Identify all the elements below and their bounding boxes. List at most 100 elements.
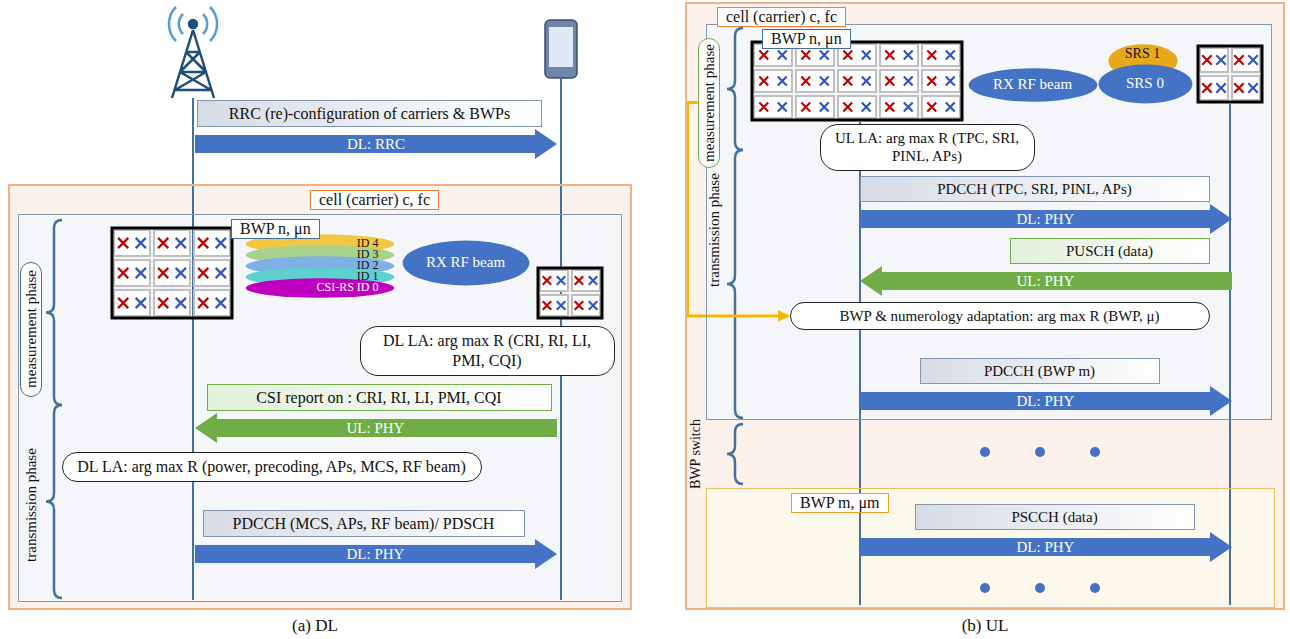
block-arrow: [195, 129, 557, 159]
antenna-element: [158, 238, 168, 248]
sub-caption: (b) UL: [962, 616, 1009, 636]
channel-label: DL: PHY: [860, 386, 1232, 416]
antenna-element: [118, 268, 128, 278]
antenna-cell: [796, 96, 834, 118]
antenna-element: [759, 51, 768, 60]
dot: [1090, 447, 1100, 457]
message-band: DL: PHY: [860, 386, 1232, 416]
antenna-element: [136, 298, 146, 308]
lifeline: [192, 98, 194, 600]
antenna-cell: [922, 44, 960, 66]
message-band: UL: PHY: [860, 266, 1232, 296]
antenna-element: [198, 238, 208, 248]
ue-icon: [545, 20, 577, 78]
curly-bracket: [727, 150, 743, 418]
beam-label: RX RF beam: [426, 254, 505, 271]
channel-label: UL: PHY: [860, 266, 1232, 296]
beam-label: SRS 0: [1126, 75, 1164, 92]
lifeline: [1229, 104, 1231, 605]
antenna-grid: [538, 268, 602, 318]
phase-label: measurement phase: [22, 270, 39, 388]
phase-label: transmission phase: [23, 448, 40, 562]
phase-pill: measurement phase: [20, 262, 42, 397]
antenna-element: [862, 51, 871, 60]
antenna-cell: [922, 70, 960, 92]
phase-pill: measurement phase: [698, 38, 720, 168]
antenna-cell: [194, 290, 230, 316]
message-label: PDCCH (TPC, SRI, PINL, APs): [860, 176, 1210, 202]
antenna-element: [843, 77, 852, 86]
channel-label: DL: PHY: [860, 532, 1232, 562]
antenna-element: [557, 276, 566, 285]
region-title: BWP n, μn: [762, 29, 851, 49]
message-band: UL: PHY: [195, 413, 557, 443]
phase-label: measurement phase: [700, 44, 717, 162]
radio-waves: [169, 7, 217, 41]
message-arrow: RRC (re)-configuration of carriers & BWP…: [195, 100, 557, 159]
phone-body: [545, 20, 577, 78]
region-title: cell (carrier) c, fc: [717, 7, 846, 27]
region-title: BWP m, μm: [791, 493, 889, 513]
adaptation-text: BWP & numerology adaptation: arg max R (…: [803, 307, 1197, 326]
channel-label: DL: RRC: [195, 129, 557, 159]
antenna-cell: [880, 96, 918, 118]
antenna-cell: [194, 260, 230, 286]
antenna-element: [176, 298, 186, 308]
region-frame: BWP n, μnmeasurement phaseID 4ID 3ID 2ID…: [18, 214, 622, 602]
decision-box: BWP & numerology adaptation: arg max R (…: [790, 302, 1210, 331]
antenna-element: [1248, 83, 1258, 93]
antenna-element: [589, 301, 598, 310]
beam-ellipse: SRS 0: [1098, 64, 1193, 104]
antenna-element: [543, 276, 552, 285]
antenna-element: [843, 103, 852, 112]
antenna-element: [216, 268, 226, 278]
antenna-cell: [880, 70, 918, 92]
antenna-grid: [1198, 46, 1262, 102]
antenna-cell: [114, 260, 150, 286]
antenna-element: [801, 51, 810, 60]
antenna-element: [820, 77, 829, 86]
antenna-element: [801, 77, 810, 86]
antenna-grid: [112, 228, 232, 318]
antenna-cell: [540, 270, 568, 291]
dot: [1090, 583, 1100, 593]
base-station-icon: [169, 7, 217, 98]
beam-shape: [245, 278, 394, 298]
curly-bracket: [727, 424, 743, 484]
antenna-element: [1216, 83, 1226, 93]
antenna-element: [176, 268, 186, 278]
region-title: BWP n, μn: [231, 219, 320, 239]
block-arrow: [860, 266, 1232, 296]
beam-label: SRS 1: [1125, 46, 1160, 61]
antenna-element: [198, 268, 208, 278]
antenna-element: [158, 298, 168, 308]
antenna-element: [216, 238, 226, 248]
antenna-element: [904, 51, 913, 60]
dot: [1035, 447, 1045, 457]
message-arrow: PSCCH (data)DL: PHY: [860, 504, 1232, 562]
message-band: DL: PHY: [195, 539, 557, 569]
antenna-element: [820, 103, 829, 112]
antenna-element: [176, 238, 186, 248]
antenna-element: [904, 103, 913, 112]
antenna-element: [1248, 55, 1258, 65]
antenna-element: [575, 301, 584, 310]
antenna-cell: [154, 290, 190, 316]
block-arrow: [195, 539, 557, 569]
message-arrow: PDCCH (BWP m)DL: PHY: [860, 358, 1232, 416]
antenna-element: [1202, 83, 1212, 93]
message-band: DL: PHY: [860, 204, 1232, 234]
antenna-element: [1216, 55, 1226, 65]
phase-brackets: [46, 28, 743, 598]
region-fill: [18, 214, 622, 602]
region-fills: [8, 2, 1285, 610]
antenna-element: [927, 77, 936, 86]
antenna-element: [885, 51, 894, 60]
antenna-element: [216, 298, 226, 308]
antenna-cell: [572, 295, 600, 316]
antenna-element: [843, 51, 852, 60]
antenna-element: [862, 77, 871, 86]
message-label: PUSCH (data): [1010, 238, 1210, 264]
phase-label: transmission phase: [706, 173, 723, 287]
